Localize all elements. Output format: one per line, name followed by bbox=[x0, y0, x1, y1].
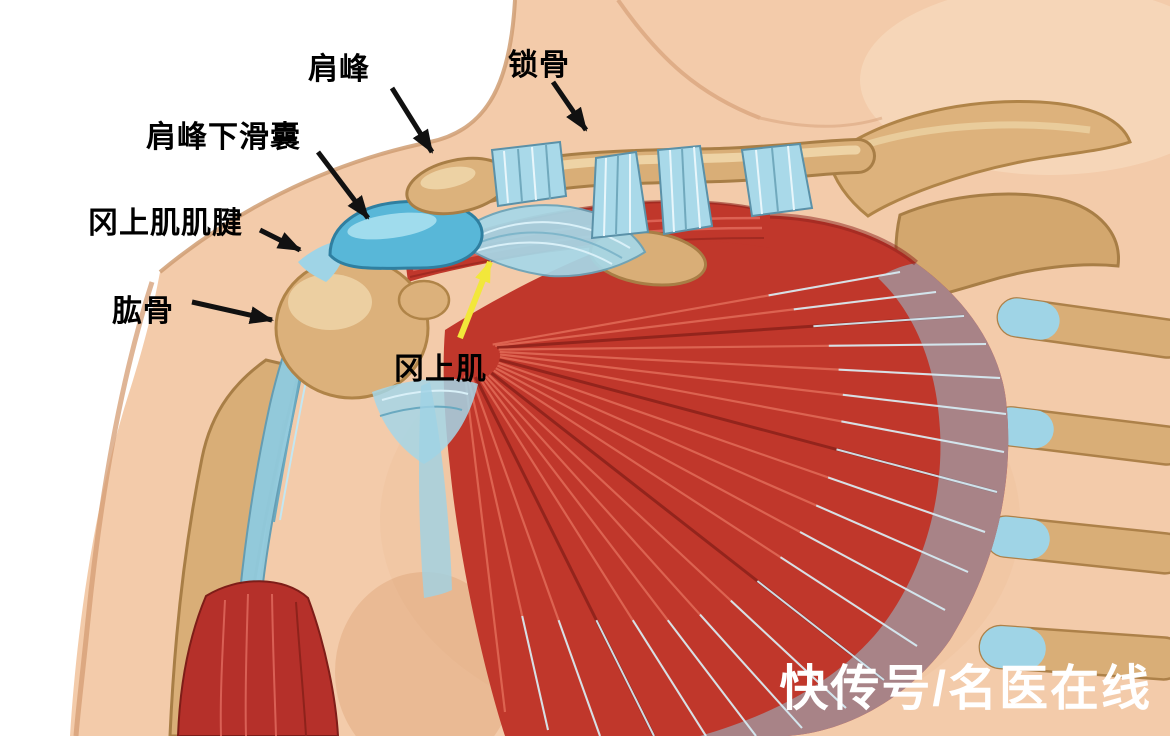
ligament-bundles bbox=[490, 140, 814, 240]
label-clavicle: 锁骨 bbox=[508, 49, 570, 82]
label-subacromial-bursa: 肩峰下滑囊 bbox=[146, 121, 301, 154]
label-acromion: 肩峰 bbox=[308, 53, 370, 86]
neck-fold-lines bbox=[616, 0, 883, 128]
acromion-pointer-arrow bbox=[389, 86, 435, 154]
humerus-pointer-arrow bbox=[191, 299, 274, 324]
supraspinatus-tendon-fibers bbox=[298, 204, 647, 282]
biceps-muscle bbox=[176, 580, 340, 736]
rotator-cuff-muscle-fan bbox=[443, 212, 1009, 736]
watermark-text: 快传号/名医在线 bbox=[779, 662, 1152, 716]
humeral-head-bone bbox=[274, 256, 451, 400]
joint-capsule-fibers bbox=[372, 378, 478, 598]
bursa-pointer-arrow bbox=[316, 150, 370, 220]
label-supraspinatus-tendon: 冈上肌肌腱 bbox=[88, 207, 243, 240]
scapula-bone bbox=[826, 100, 1132, 304]
tendon-pointer-arrow bbox=[258, 227, 302, 253]
label-supraspinatus: 冈上肌 bbox=[394, 353, 487, 386]
label-humerus: 肱骨 bbox=[112, 295, 174, 328]
rib-bones bbox=[978, 297, 1170, 681]
pointer-arrows bbox=[191, 80, 589, 340]
clavicle-pointer-arrow bbox=[550, 80, 589, 132]
supraspinatus-pointer-arrow bbox=[457, 260, 493, 340]
